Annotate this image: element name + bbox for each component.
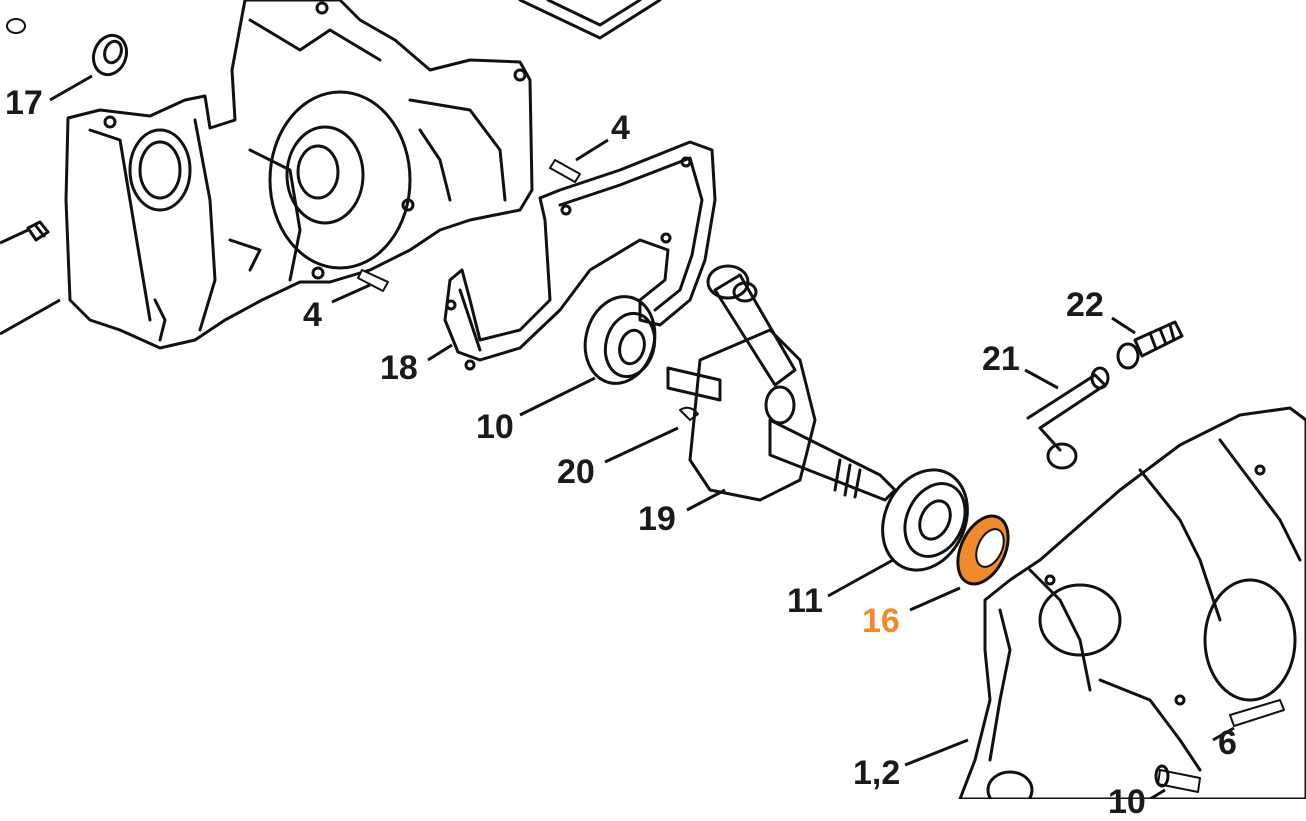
screw-icon (1154, 764, 1201, 793)
callout-19: 19 (638, 500, 676, 538)
cover-corner-icon (518, 0, 662, 40)
grease-nipple-icon (26, 220, 50, 242)
leader-lines (0, 74, 1235, 799)
stud-icon (1229, 699, 1285, 727)
callout-1-2: 1,2 (853, 754, 901, 792)
gasket-icon (443, 140, 717, 371)
callout-4-left: 4 (303, 296, 322, 334)
crankcase-right-icon (958, 406, 1306, 799)
callout-18: 18 (380, 349, 418, 387)
callout-6: 6 (1218, 724, 1237, 762)
callout-21: 21 (982, 340, 1020, 378)
fitting-icon (1116, 320, 1184, 370)
callout-10: 10 (476, 408, 514, 446)
crankcase-left-icon (64, 0, 534, 350)
oil-seal-icon (91, 33, 129, 77)
ball-bearing-icon (583, 295, 657, 385)
callout-11: 11 (787, 582, 823, 620)
callout-16-highlighted: 16 (862, 602, 900, 640)
dowel-pin-icon (357, 159, 581, 292)
diagram-drawing (0, 0, 1306, 799)
callout-4-top: 4 (611, 109, 630, 147)
callout-20: 20 (557, 453, 595, 491)
ball-bearing-icon (881, 468, 969, 572)
nut-icon (6, 18, 26, 34)
callout-17: 17 (5, 84, 43, 122)
oil-seal-highlighted-icon (956, 514, 1010, 586)
callout-10-bottom: 10 (1108, 783, 1146, 821)
callout-22: 22 (1066, 286, 1104, 324)
oil-pipe-icon (1026, 366, 1110, 470)
crankshaft-icon (666, 264, 897, 502)
